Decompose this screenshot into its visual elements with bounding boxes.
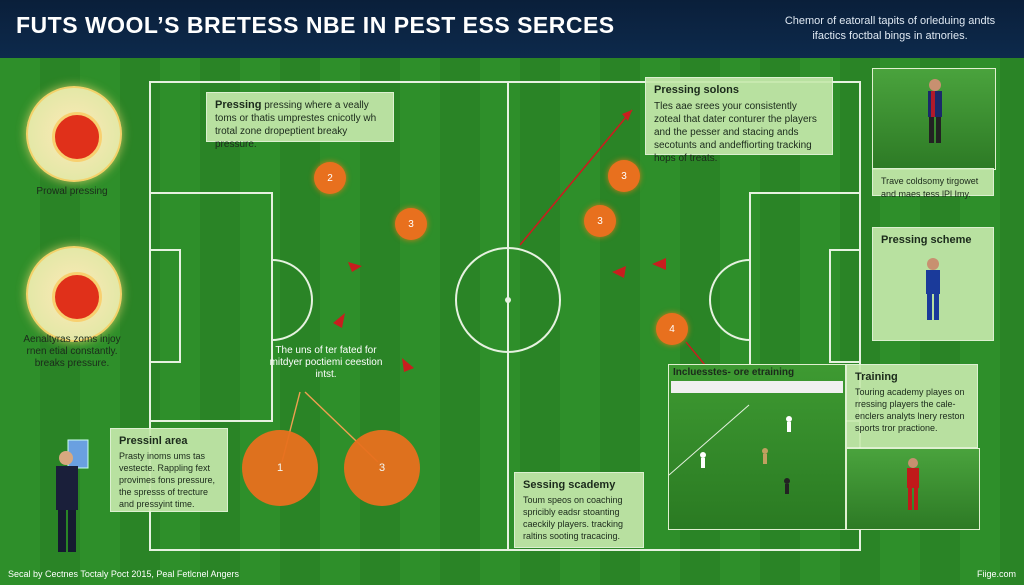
right-goal-box [829, 249, 861, 363]
photo-caption-top: Trave coldsomy tirgowet and maes tess lP… [872, 168, 994, 199]
training-video-panel[interactable]: Incluesstes- ore etraining [668, 364, 846, 530]
callout-pressing-solons-title: Pressing solons [654, 84, 739, 96]
arrowhead-long [622, 110, 632, 121]
callout-sessing-academy-title: Sessing scademy [523, 479, 616, 491]
page-title: FUTS WOOL’S BRETESS NBE IN PEST ESS SERC… [16, 12, 615, 38]
callout-pressing-solons: Pressing solons Tles aae srees your cons… [645, 77, 833, 164]
player-figure [928, 79, 942, 143]
left-penalty-arc [271, 259, 313, 341]
arrowhead-small-2 [333, 313, 345, 328]
callout-pressing-title: Pressing [215, 99, 262, 111]
player-figure [926, 258, 940, 320]
marker-3-big[interactable]: 3 [344, 430, 420, 506]
pressing-avatar-label-1: Prowal pressing [36, 186, 108, 197]
pressing-avatar-panel-2 [26, 246, 122, 342]
center-spot [505, 297, 511, 303]
callout-pressing-area: Pressinl area Prasty inoms ums tas veste… [110, 428, 228, 512]
arrow-to-training [685, 341, 706, 366]
callout-pressing-area-title: Pressinl area [119, 435, 188, 447]
callout-training-text: Touring academy playes on rressing playe… [855, 387, 965, 433]
callout-pressing-text: pressing where a veally toms or thatis u… [215, 100, 377, 150]
callout-sessing-academy: Sessing scademy Toum speos on coaching s… [514, 472, 644, 548]
score-bar [671, 381, 843, 393]
footer-credit: Secal by Cectnes Toctaly Poct 2015, Peal… [8, 569, 239, 579]
coach-figure [56, 439, 89, 552]
callout-pressing: Pressing pressing where a veally toms or… [206, 92, 394, 150]
center-circle [455, 247, 561, 353]
left-goal-box [149, 249, 181, 363]
pressing-arrow-long [519, 109, 633, 246]
arrowhead-small-1 [348, 262, 362, 272]
callout-training: Training Touring academy playes on rress… [846, 364, 978, 448]
page-subtitle: Chemor of eatorall tapits of orleduing a… [784, 15, 996, 42]
left-penalty-box [149, 192, 273, 422]
player-icon [52, 112, 102, 162]
training-player-photo [846, 448, 980, 530]
marker-2[interactable]: 2 [314, 162, 346, 194]
arrowhead-small-5 [652, 258, 666, 270]
pressing-avatar-label-2: Aenaltyras zoms injoy rnen etial constan… [23, 334, 121, 369]
callout-sessing-academy-text: Toum speos on coaching spricibly eadsr s… [523, 495, 624, 541]
pressing-avatar-panel-1 [26, 86, 122, 182]
marker-4[interactable]: 4 [656, 313, 688, 345]
callout-pressing-area-text: Prasty inoms ums tas vestecte. Rappling … [119, 451, 216, 509]
player-figure [907, 458, 919, 510]
callout-training-title: Training [855, 371, 898, 383]
marker-3a[interactable]: 3 [395, 208, 427, 240]
callout-pressing-solons-text: Tles aae srees your consistently zoteal … [654, 101, 817, 164]
footer-site[interactable]: Fiige.com [976, 569, 1016, 579]
marker-1-big[interactable]: 1 [242, 430, 318, 506]
player-photo-top [872, 68, 996, 170]
training-video-title: Incluesstes- ore etraining [673, 367, 795, 378]
arrowhead-small-3 [402, 358, 414, 372]
header-bar: FUTS WOOL’S BRETESS NBE IN PEST ESS SERC… [0, 0, 1024, 58]
center-label: The uns of ter fated for mitdyer poctiem… [269, 345, 383, 380]
player-icon [52, 272, 102, 322]
right-penalty-arc [709, 259, 751, 341]
marker-3b[interactable]: 3 [608, 160, 640, 192]
callout-pressing-scheme: Pressing scheme [872, 227, 994, 341]
arrowhead-small-4 [612, 266, 626, 278]
callout-pressing-scheme-title: Pressing scheme [881, 234, 972, 246]
training-players [669, 404, 792, 494]
marker-3c[interactable]: 3 [584, 205, 616, 237]
